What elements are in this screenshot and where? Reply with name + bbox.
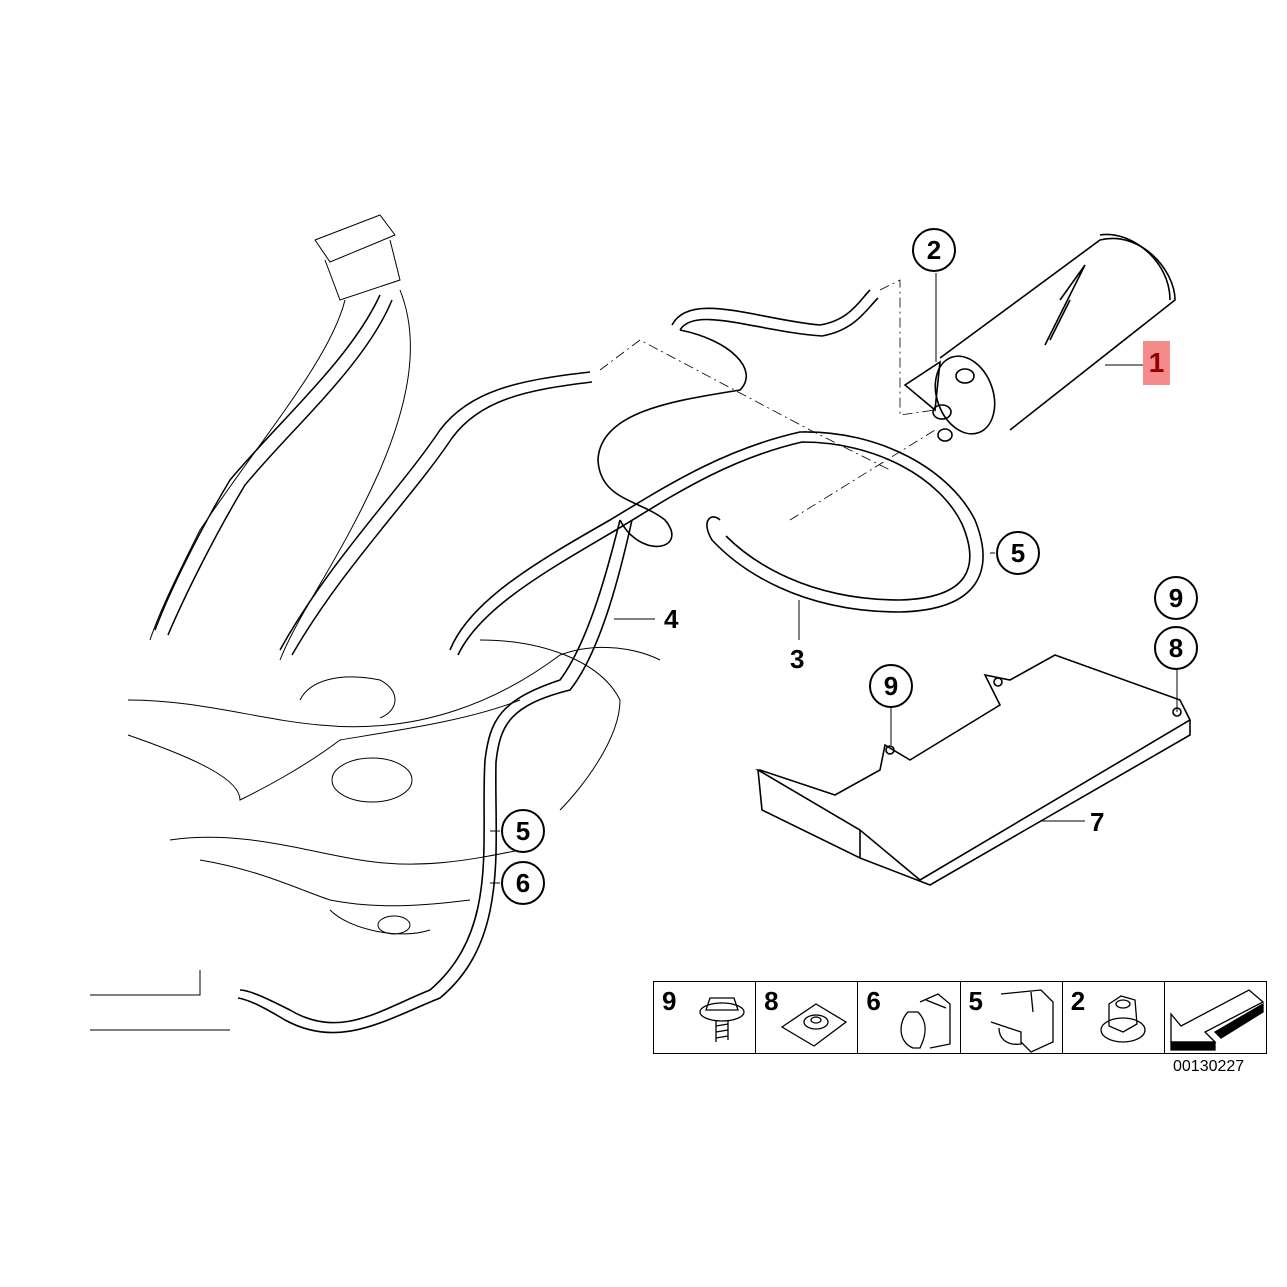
legend-item-hose-clip[interactable]: 6 (858, 982, 961, 1053)
legend-item-number: 6 (866, 986, 881, 1016)
callout-1-highlighted[interactable]: 1 (1143, 341, 1170, 385)
vehicle-body-outline (90, 214, 661, 1031)
label-7[interactable]: 7 (1090, 807, 1105, 837)
filler-vent-hose (154, 294, 593, 656)
assembly-leader-lines (599, 279, 936, 521)
legend-item-direction-arrow (1165, 982, 1266, 1053)
screw-with-washer-icon (699, 997, 745, 1042)
callout-8[interactable]: 8 (1154, 626, 1198, 670)
callout-5[interactable]: 5 (501, 809, 545, 853)
legend-item-screw[interactable]: 9 (654, 982, 757, 1053)
callout-6[interactable]: 6 (501, 861, 545, 905)
small-parts-legend: 9 8 6 5 2 (653, 981, 1267, 1054)
legend-item-number: 8 (764, 986, 779, 1016)
legend-item-clip-nut[interactable]: 8 (756, 982, 859, 1053)
legend-item-number: 9 (662, 986, 677, 1016)
label-4[interactable]: 4 (664, 604, 679, 634)
collar-nut-icon (1100, 995, 1146, 1043)
callout-5[interactable]: 5 (996, 531, 1040, 575)
label-3[interactable]: 3 (790, 644, 805, 674)
callout-9[interactable]: 9 (869, 664, 913, 708)
carbon-canister (903, 233, 1176, 442)
heat-shield-7 (755, 654, 1192, 886)
hose-4 (237, 289, 984, 1034)
clip-nut-icon (780, 1003, 848, 1047)
hose-clip-icon (900, 993, 951, 1049)
direction-arrow-icon (1170, 989, 1265, 1051)
callout-2[interactable]: 2 (912, 228, 956, 272)
document-id: 00130227 (1173, 1058, 1245, 1075)
legend-item-number: 2 (1070, 986, 1086, 1016)
hose-holder-icon (990, 989, 1054, 1053)
legend-item-number: 5 (968, 986, 983, 1016)
legend-item-hose-holder[interactable]: 5 (961, 982, 1063, 1053)
callout-9[interactable]: 9 (1154, 576, 1198, 620)
callout-leaders (490, 273, 1178, 884)
legend-item-collar-nut[interactable]: 2 (1063, 982, 1165, 1053)
